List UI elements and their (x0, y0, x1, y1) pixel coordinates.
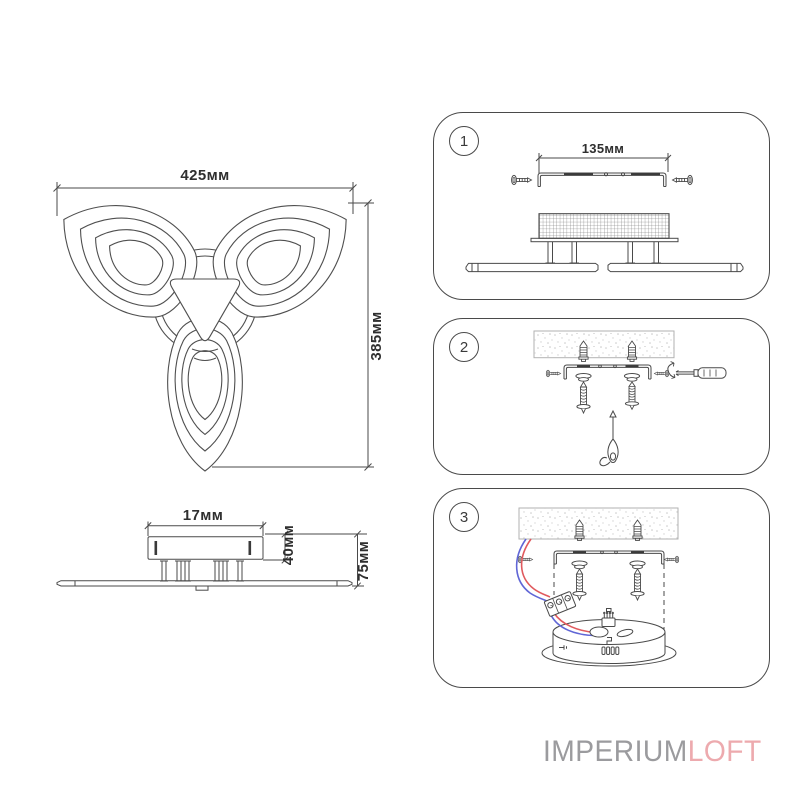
ceiling (518, 507, 679, 540)
bracket-width-label: 135мм (582, 141, 624, 156)
bracket-screw-left-icon (511, 174, 532, 186)
wire-red (520, 538, 551, 598)
washer-right-icon (623, 373, 641, 382)
connector-pins (601, 608, 616, 627)
brand-logo-gray: IMPERIUM (543, 735, 689, 768)
bracket-screw-right-icon (654, 369, 670, 378)
rotation-arrow-icon (667, 361, 676, 379)
screw-left-icon (572, 568, 587, 601)
front-view-drawing: 425мм 385мм (53, 167, 385, 472)
wire-grommet (589, 626, 609, 638)
vent-slots (601, 646, 620, 655)
wire-blue (515, 538, 548, 602)
step-2-drawing (533, 330, 727, 467)
total-height-dimension (352, 530, 364, 590)
center-tab (195, 585, 209, 591)
led-contact-left (154, 541, 158, 555)
petal-bottom (167, 317, 243, 472)
ceiling (533, 330, 675, 359)
wire-blue-lower (550, 614, 595, 637)
front-height-label: 385мм (368, 311, 385, 360)
side-total-height-label: 75мм (355, 541, 372, 581)
washer-left-icon (575, 373, 592, 382)
step-1-drawing: 135мм (465, 141, 744, 273)
mounting-bracket (553, 550, 665, 565)
width-dimension (53, 182, 357, 216)
step-3-number: 3 (459, 508, 469, 526)
step-3-drawing (515, 507, 680, 667)
box-width-dimension (144, 521, 267, 536)
bracket-screw-right-icon (664, 555, 680, 564)
box-height-dimension (263, 530, 367, 564)
screw-right-icon (630, 568, 645, 601)
step-3-badge: 3 (449, 502, 479, 532)
bracket-dimension (535, 153, 672, 173)
brand-logo: IMPERIUMLOFT (543, 735, 762, 769)
led-plate (530, 237, 679, 243)
bracket-screw-right-icon (672, 174, 693, 186)
step-2-number: 2 (459, 338, 469, 356)
driver-box-knurled (538, 213, 670, 239)
height-dimension (212, 199, 374, 471)
step-1-badge: 1 (449, 126, 479, 156)
driver-box (147, 536, 264, 560)
brand-logo-pink: LOFT (688, 735, 762, 768)
front-socket-mark (559, 645, 567, 650)
washer-right-icon (629, 560, 646, 570)
chandelier-front (63, 205, 347, 472)
stand-offs (160, 560, 244, 582)
screw-right-icon (624, 381, 640, 410)
mounting-bracket (537, 172, 667, 187)
petal-upper-right (212, 205, 347, 318)
kidney-slot (616, 628, 634, 638)
side-box-height-label: 40мм (280, 525, 297, 565)
front-width-label: 425мм (180, 167, 229, 184)
step-1-panel: 1 (433, 112, 770, 300)
mounting-bracket (563, 364, 652, 380)
suspension-cord (599, 409, 619, 467)
side-width-label: 17мм (183, 507, 223, 524)
side-view-drawing: 17мм 40мм 75мм (56, 507, 372, 591)
screwdriver-icon (675, 367, 727, 379)
led-contact-right (248, 541, 252, 555)
hub-center-plate (169, 278, 241, 342)
step-1-number: 1 (459, 132, 469, 150)
screw-left-icon (576, 381, 591, 414)
base-plate (56, 580, 353, 587)
washer-left-icon (571, 560, 588, 570)
bracket-screw-left-icon (545, 369, 561, 378)
base-bars (465, 262, 744, 273)
bracket-screw-left-icon (517, 555, 533, 564)
step-2-badge: 2 (449, 332, 479, 362)
step-3-panel: 3 (433, 488, 770, 688)
stand-offs (545, 241, 661, 264)
terminal-block (543, 591, 577, 617)
petal-upper-left (63, 205, 198, 318)
step-2-panel: 2 (433, 318, 770, 475)
cable-clamp-mark (606, 637, 612, 645)
